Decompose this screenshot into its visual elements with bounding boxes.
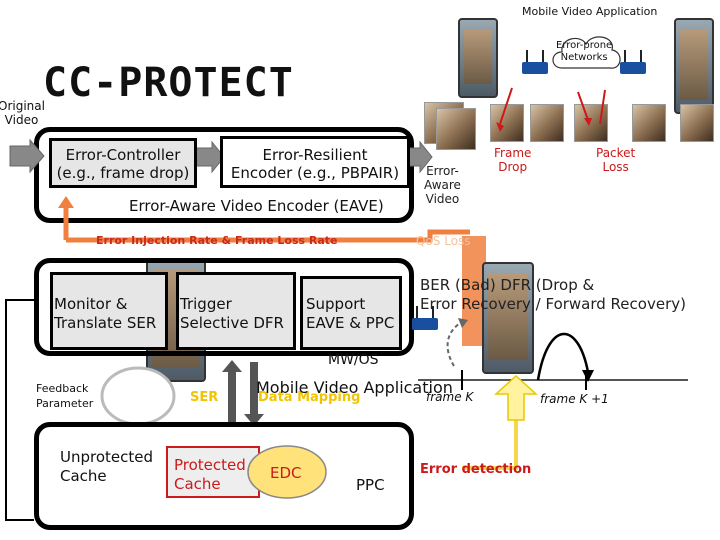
error-resilient-encoder-box [220, 136, 410, 188]
frame-k1-label: frame K +1 [540, 392, 609, 406]
router-icon-2 [620, 50, 646, 74]
video-frame-5 [680, 104, 714, 142]
router-icon-1 [522, 50, 548, 74]
error-prone-networks-label: Error-prone Networks [556, 40, 613, 63]
support-eave-label: Support EAVE & PPC [306, 295, 395, 332]
ber-dfr-label: BER (Bad) DFR (Drop & Error Recovery / F… [420, 276, 686, 313]
unprotected-cache-label: Unprotected Cache [60, 448, 154, 485]
video-frame-1 [490, 104, 524, 142]
router-icon-mid [412, 306, 438, 330]
error-controller-label: Error-Controller (e.g., frame drop) [56, 146, 190, 182]
monitor-translate-box [50, 272, 168, 350]
video-frame-2 [530, 104, 564, 142]
video-frame-stack-2 [436, 108, 476, 150]
video-frame-4 [632, 104, 666, 142]
data-mapping-label: Data Mapping [258, 390, 361, 405]
page-title: CC-PROTECT [43, 60, 294, 106]
trigger-dfr-box [176, 272, 296, 350]
protected-cache-label: Protected Cache [174, 456, 246, 493]
edc-label: EDC [270, 464, 302, 482]
packet-loss-label: Packet Loss [596, 146, 636, 174]
frame-drop-label: Frame Drop [494, 146, 532, 174]
middleware-box [34, 258, 414, 356]
error-aware-video-label: Error- Aware Video [424, 164, 461, 206]
receiver-phone-mid [482, 262, 534, 374]
ppc-label: PPC [356, 476, 385, 494]
support-eave-box [300, 276, 402, 350]
frame-k-label: frame K [426, 390, 474, 404]
error-controller-box [49, 138, 197, 188]
mw-os-label: MW/OS [328, 352, 379, 368]
injection-rate-label: Error Injection Rate & Frame Loss Rate [96, 234, 338, 247]
feedback-parameter-label: Feedback Parameter [36, 382, 94, 410]
receiver-phone [674, 18, 714, 114]
original-video-label: Original Video [0, 99, 45, 127]
ser-label: SER [190, 390, 219, 405]
error-detection-label: Error detection [420, 462, 532, 477]
error-resilient-encoder-label: Error-Resilient Encoder (e.g., PBPAIR) [230, 146, 400, 182]
sender-phone [458, 18, 498, 98]
network-cloud [552, 36, 621, 69]
monitor-translate-label: Monitor & Translate SER [54, 295, 157, 332]
qos-label: QoS Loss [416, 234, 471, 248]
protected-cache-box [166, 446, 260, 498]
trigger-dfr-label: Trigger Selective DFR [180, 295, 284, 332]
mobile-app-top-label: Mobile Video Application [522, 5, 658, 18]
mobile-app-mid-label: Mobile Video Application [256, 378, 453, 397]
edc-circle [247, 445, 327, 499]
eave-label: Error-Aware Video Encoder (EAVE) [129, 197, 384, 215]
